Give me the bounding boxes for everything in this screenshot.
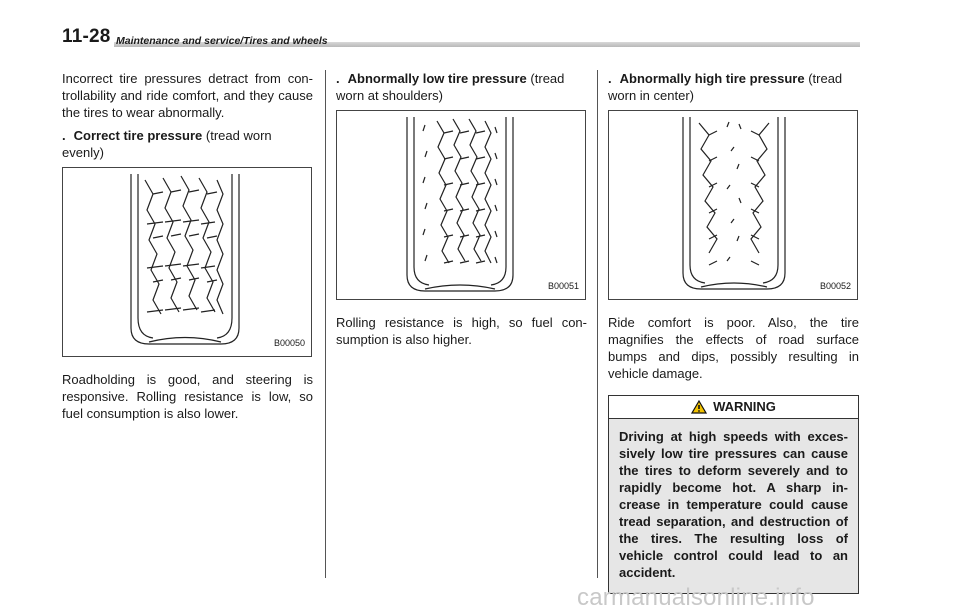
intro-paragraph: Incorrect tire pressures detract from co… — [62, 71, 313, 120]
bullet-low: . Abnormally low tire pressure (tread wor… — [336, 70, 587, 104]
warning-triangle-icon — [691, 399, 708, 414]
tire-shoulder-wear-illustration — [406, 117, 514, 292]
section-title: Maintenance and service/Tires and wheels — [116, 35, 328, 47]
page-number: 11-28 — [62, 26, 111, 47]
bullet-rest: (tread worn in center) — [608, 71, 843, 103]
figure-code: B00050 — [273, 338, 305, 348]
bullet-title: Abnormally low tire pressure — [347, 71, 527, 86]
figure-correct-pressure: B00050 — [62, 167, 312, 357]
result-paragraph: Roadholding is good, and steering is res… — [62, 372, 313, 421]
figure-high-pressure: B00052 — [608, 110, 858, 300]
result-paragraph: Ride comfort is poor. Also, the tire mag… — [608, 315, 859, 381]
column-1: Incorrect tire pressures detract from co… — [62, 70, 313, 422]
bullet-rest: (tread worn at shoulders) — [336, 71, 565, 103]
warning-title: WARNING — [713, 399, 776, 414]
tire-even-wear-illustration — [130, 174, 240, 345]
bullet-dot: . — [608, 71, 612, 86]
column-3: . Abnormally high tire pressure (tread wo… — [608, 70, 859, 594]
figure-code: B00052 — [819, 281, 851, 291]
bullet-title: Correct tire pressure — [73, 128, 203, 143]
page-header: 11-28 Maintenance and service/Tires and … — [62, 26, 860, 56]
column-2: . Abnormally low tire pressure (tread wor… — [336, 70, 587, 348]
warning-box: WARNING Driving at high speeds with exce… — [608, 395, 859, 594]
figure-low-pressure: B00051 — [336, 110, 586, 300]
watermark: carmanualsonline.info — [577, 584, 815, 611]
result-paragraph: Rolling resistance is high, so fuel con-… — [336, 315, 587, 347]
bullet-title: Abnormally high tire pressure — [619, 71, 805, 86]
warning-text: Driving at high speeds with exces-sively… — [619, 429, 848, 580]
bullet-dot: . — [62, 128, 66, 143]
bullet-dot: . — [336, 71, 340, 86]
column-divider — [325, 70, 326, 578]
bullet-high: . Abnormally high tire pressure (tread wo… — [608, 70, 859, 104]
tire-center-wear-illustration — [682, 117, 786, 290]
bullet-correct: . Correct tire pressure (tread worn evenl… — [62, 127, 313, 161]
figure-code: B00051 — [547, 281, 579, 291]
column-divider — [597, 70, 598, 578]
bullet-rest: (tread worn evenly) — [62, 128, 272, 160]
warning-header: WARNING — [609, 396, 858, 419]
